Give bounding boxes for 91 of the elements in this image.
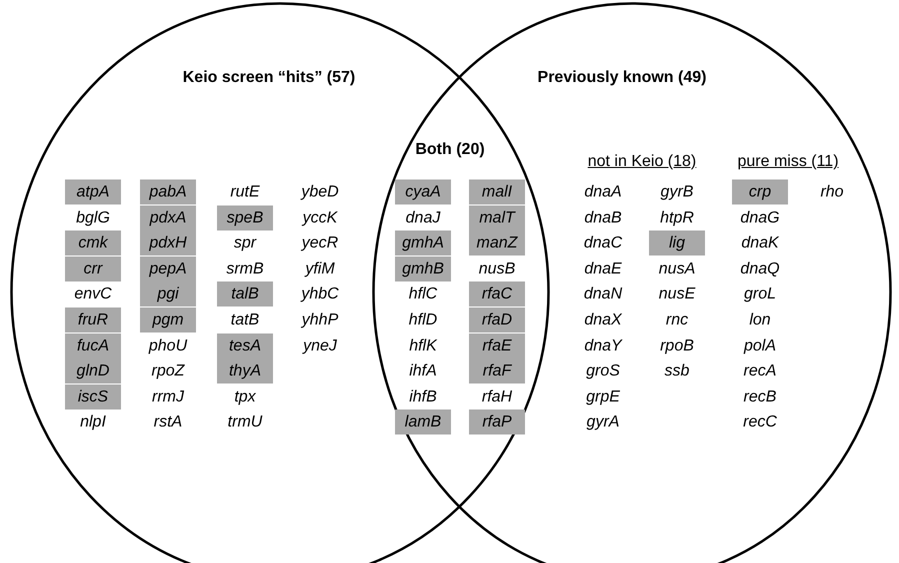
gene-name: bglG — [75, 208, 111, 228]
gene-name: tpx — [233, 387, 257, 408]
gene-name: dnaN — [582, 284, 624, 305]
gene-name: rrmJ — [151, 387, 185, 408]
gene-name: rpoZ — [150, 362, 186, 382]
highlighted-gene-name: pepA — [140, 256, 196, 282]
highlighted-gene-name: fucA — [65, 333, 121, 358]
gene-name: polA — [742, 336, 778, 356]
gene-name: hflD — [408, 310, 438, 330]
gene-name: rstA — [152, 412, 184, 433]
gene-name: dnaE — [583, 259, 623, 280]
highlighted-gene-name: lig — [649, 230, 705, 256]
gene-name: yhbC — [300, 284, 340, 305]
gene-name: ybeD — [300, 182, 340, 202]
highlighted-gene-name: thyA — [217, 358, 273, 384]
gene-name: grpE — [585, 387, 621, 408]
highlighted-gene-name: rfaF — [469, 358, 525, 384]
gene-name: nusE — [658, 284, 696, 305]
highlighted-gene-name: pgi — [140, 282, 196, 307]
highlighted-gene-name: atpA — [65, 180, 121, 204]
gene-name: ihfA — [408, 362, 438, 382]
gene-name: dnaQ — [739, 259, 781, 280]
gene-name: rho — [819, 182, 845, 202]
gene-name: ssb — [664, 362, 690, 382]
gene-name: rpoB — [659, 336, 695, 356]
highlighted-gene-name: pabA — [140, 180, 196, 204]
gene-name: recC — [742, 412, 778, 433]
gene-name: recA — [742, 362, 778, 382]
gene-name: envC — [73, 284, 113, 305]
gene-name: yfiM — [304, 259, 336, 280]
highlighted-gene-name: crr — [65, 256, 121, 282]
gene-name: dnaG — [739, 208, 781, 228]
gene-name: nusB — [478, 259, 516, 280]
gene-name: htpR — [659, 208, 695, 228]
highlighted-gene-name: speB — [217, 205, 273, 230]
highlighted-gene-name: crp — [732, 180, 788, 204]
gene-name: srmB — [225, 259, 265, 280]
gene-name: hflC — [408, 284, 438, 305]
gene-name: recB — [742, 387, 778, 408]
gene-name: rutE — [229, 182, 261, 202]
gene-name: dnaJ — [404, 208, 442, 228]
set-title: Previously known (49) — [538, 69, 706, 87]
gene-name: tatB — [230, 310, 260, 330]
gene-name: trmU — [226, 412, 264, 433]
gene-name: groS — [585, 362, 621, 382]
gene-name: dnaB — [583, 208, 623, 228]
gene-name: yecR — [300, 234, 340, 254]
highlighted-gene-name: cmk — [65, 230, 121, 256]
gene-name: yhhP — [300, 310, 340, 330]
highlighted-gene-name: rfaE — [469, 333, 525, 358]
highlighted-gene-name: fruR — [65, 308, 121, 332]
gene-name: ihfB — [408, 387, 438, 408]
highlighted-gene-name: glnD — [65, 358, 121, 384]
gene-name: dnaA — [583, 182, 623, 202]
gene-name: dnaX — [583, 310, 623, 330]
highlighted-gene-name: pdxH — [140, 230, 196, 256]
highlighted-gene-name: rfaD — [469, 308, 525, 332]
highlighted-gene-name: talB — [217, 282, 273, 307]
highlighted-gene-name: gmhB — [395, 256, 451, 282]
highlighted-gene-name: pgm — [140, 308, 196, 332]
gene-name: gyrB — [660, 182, 694, 202]
column-heading: pure miss (11) — [737, 153, 839, 171]
highlighted-gene-name: rfaC — [469, 282, 525, 307]
highlighted-gene-name: manZ — [469, 230, 525, 256]
gene-name: nusA — [658, 259, 696, 280]
highlighted-gene-name: tesA — [217, 333, 273, 358]
gene-name: lon — [748, 310, 772, 330]
highlighted-gene-name: lamB — [395, 410, 451, 435]
column-heading: not in Keio (18) — [588, 153, 696, 171]
highlighted-gene-name: pdxA — [140, 205, 196, 230]
gene-name: dnaC — [582, 234, 624, 254]
highlighted-gene-name: cyaA — [395, 180, 451, 204]
highlighted-gene-name: gmhA — [395, 230, 451, 256]
highlighted-gene-name: malT — [469, 205, 525, 230]
gene-name: dnaK — [740, 234, 780, 254]
gene-name: phoU — [148, 336, 188, 356]
gene-name: rnc — [664, 310, 690, 330]
gene-name: yneJ — [301, 336, 338, 356]
gene-name: nlpI — [79, 412, 107, 433]
set-title: Keio screen “hits” (57) — [182, 69, 356, 87]
gene-name: yccK — [300, 208, 339, 228]
intersection-title: Both (20) — [415, 141, 485, 159]
highlighted-gene-name: malI — [469, 180, 525, 204]
gene-name: hflK — [408, 336, 438, 356]
gene-name: spr — [232, 234, 258, 254]
gene-name: gyrA — [586, 412, 620, 433]
gene-name: dnaY — [583, 336, 624, 356]
gene-name: groL — [742, 284, 778, 305]
highlighted-gene-name: iscS — [65, 384, 121, 410]
highlighted-gene-name: rfaP — [469, 410, 525, 435]
gene-name: rfaH — [480, 387, 514, 408]
